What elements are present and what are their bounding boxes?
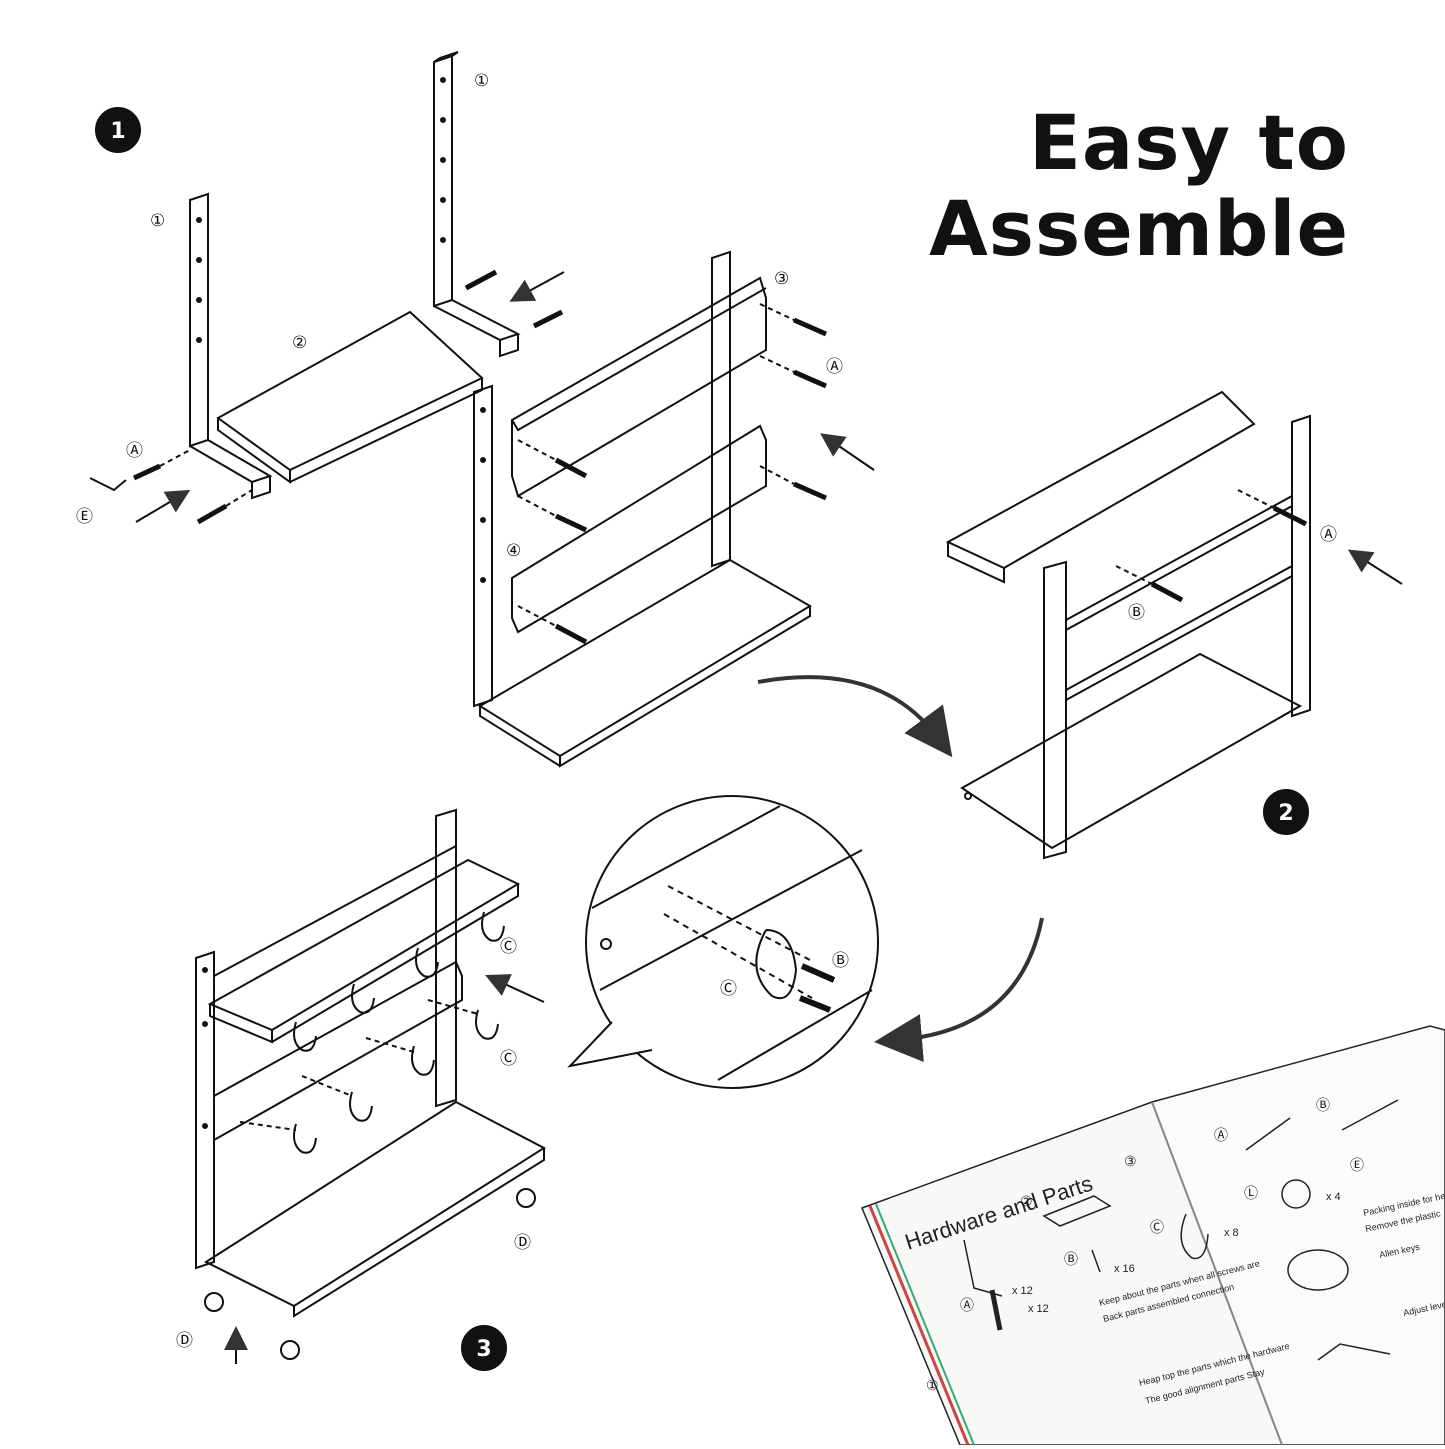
manual-marker-e: Ⓔ: [1350, 1157, 1364, 1173]
flow-arrow-1-to-2: [757, 675, 953, 758]
manual-marker-five: Ⓑ: [1316, 1097, 1330, 1113]
detail-bubble: Ⓑ Ⓒ: [567, 795, 879, 1089]
step-2-badge: [1263, 789, 1309, 835]
step-1-label-board: ②: [292, 333, 307, 353]
headline-line-2: Assemble: [928, 184, 1349, 273]
step-1b-frame: ③ Ⓐ ④: [473, 250, 875, 768]
manual-qty-5: x 4: [1326, 1191, 1341, 1203]
manual-marker-c: Ⓒ: [1150, 1219, 1164, 1235]
detail-label-screw-b: Ⓑ: [832, 951, 849, 971]
step-1-label-key-e: Ⓔ: [76, 507, 93, 527]
step-1b-label-panel-4: ④: [506, 541, 521, 561]
step-1-label-post-left: ①: [150, 211, 165, 231]
manual-marker-two: ②: [1020, 1193, 1033, 1209]
step-3-label-hook-c-top: Ⓒ: [500, 937, 517, 957]
step-3-number: 3: [476, 1337, 491, 1362]
manual-qty-3: x 12: [1028, 1303, 1049, 1315]
manual-marker-one: ①: [926, 1377, 939, 1393]
manual-marker-l: Ⓛ: [1244, 1185, 1258, 1201]
step-2-label-screw-b: Ⓑ: [1128, 603, 1145, 623]
manual-book: Hardware and Parts x 12 x 16 x 12 x 8 x …: [861, 1025, 1445, 1446]
step-3-label-foot-d-left: Ⓓ: [176, 1331, 193, 1351]
step-1b-label-panel-3: ③: [774, 269, 789, 289]
step-3-group: Ⓒ Ⓒ Ⓓ Ⓓ 3: [176, 808, 547, 1371]
manual-marker-b: Ⓑ: [1064, 1251, 1078, 1267]
step-3-label-foot-d-right: Ⓓ: [514, 1233, 531, 1253]
manual-qty-2: x 16: [1114, 1263, 1135, 1275]
manual-marker-a2: Ⓐ: [1214, 1127, 1228, 1143]
step-1-label-screw-a: Ⓐ: [126, 441, 143, 461]
step-1-group: 1 ① ①: [76, 51, 565, 527]
manual-marker-three: ③: [1124, 1153, 1137, 1169]
step-1b-label-screw-a: Ⓐ: [826, 357, 843, 377]
step-3-badge: [461, 1325, 507, 1371]
manual-qty-1: x 12: [1012, 1285, 1033, 1297]
step-1-label-post-right: ①: [474, 71, 489, 91]
flow-arrow-2-to-3: [874, 917, 1044, 1062]
step-2-label-screw-a: Ⓐ: [1320, 525, 1337, 545]
step-1-number: 1: [110, 119, 125, 144]
detail-label-hook-c: Ⓒ: [720, 979, 737, 999]
headline-line-1: Easy to: [1029, 98, 1349, 187]
headline: Easy to Assemble: [929, 100, 1349, 272]
manual-marker-a: Ⓐ: [960, 1297, 974, 1313]
step-2-group: Ⓐ Ⓑ 2: [945, 390, 1403, 860]
step-1-badge: [95, 107, 141, 153]
manual-qty-4: x 8: [1224, 1227, 1239, 1239]
step-2-number: 2: [1278, 801, 1293, 826]
step-3-label-hook-c-mid: Ⓒ: [500, 1049, 517, 1069]
